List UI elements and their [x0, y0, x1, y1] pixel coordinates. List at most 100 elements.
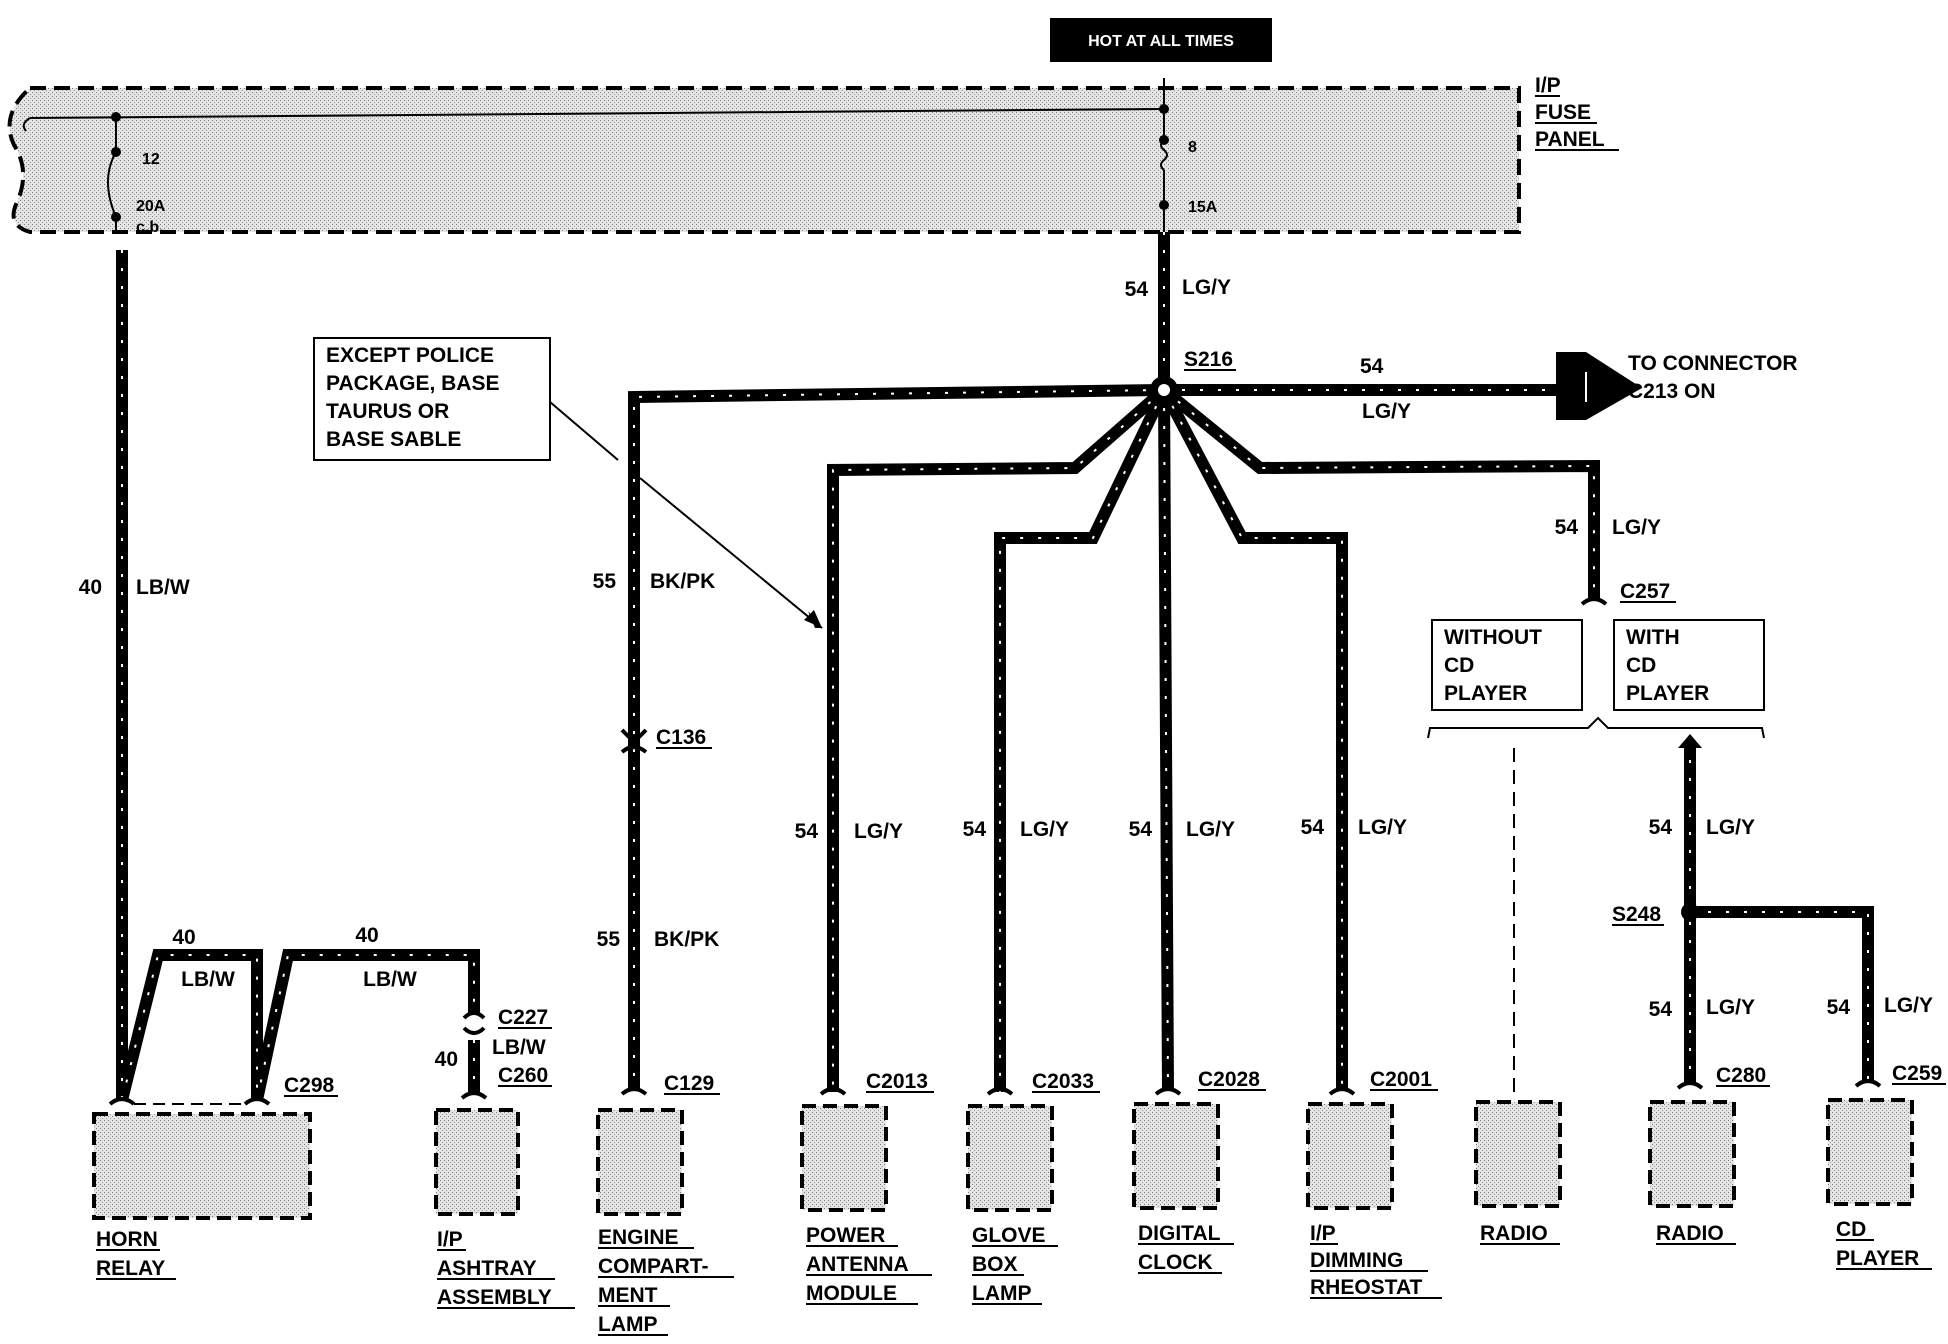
fuse-panel: 12 20A c.b. 8 15A I/P FUSE PANEL — [7, 74, 1619, 236]
cd-player-line-1: CD — [1836, 1218, 1866, 1241]
clock-line-1: DIGITAL — [1138, 1222, 1221, 1245]
splice-s248-label: S248 — [1612, 903, 1661, 926]
rheostat-line-1: I/P — [1310, 1222, 1336, 1245]
connector-c257: C257 — [1580, 580, 1676, 606]
component-horn-relay: HORN RELAY — [92, 1112, 312, 1280]
c2028-label: C2028 — [1198, 1068, 1260, 1091]
wire-horn-num: 40 — [79, 576, 102, 599]
wire-c129-num: 55 — [597, 928, 621, 951]
c2001-label: C2001 — [1370, 1068, 1432, 1091]
wire-relay-jumper-num: 40 — [172, 926, 195, 949]
radio-without-cd-label: RADIO — [1480, 1222, 1548, 1245]
with-cd-line-2: CD — [1626, 654, 1656, 677]
wire-c129-color: BK/PK — [654, 928, 719, 951]
fuse-panel-label-1: I/P — [1535, 74, 1561, 97]
engine-lamp-line-1: ENGINE — [598, 1226, 679, 1249]
wires — [116, 232, 1874, 1102]
wire-main-num: 54 — [1125, 278, 1149, 301]
fuse-12-type: c.b. — [136, 219, 164, 236]
c2033-label: C2033 — [1032, 1070, 1094, 1093]
wire-clock-num: 54 — [1129, 818, 1153, 841]
wire-c280-color: LG/Y — [1706, 996, 1755, 1019]
rheostat-line-2: DIMMING — [1310, 1249, 1403, 1272]
ashtray-line-2: ASHTRAY — [437, 1257, 537, 1280]
wire-radio-cd-color: LG/Y — [1706, 816, 1755, 839]
clock-line-2: CLOCK — [1138, 1251, 1213, 1274]
fuse-12-rating: 20A — [136, 198, 166, 215]
cd-player-line-2: PLAYER — [1836, 1247, 1919, 1270]
c129-label: C129 — [664, 1072, 714, 1095]
antenna-line-3: MODULE — [806, 1282, 897, 1305]
connector-c136: C136 — [620, 726, 712, 754]
wire-relay-jumper-color: LB/W — [181, 968, 235, 991]
component-digital-clock: DIGITAL CLOCK — [1132, 1102, 1234, 1274]
to-connector-line-1: TO CONNECTOR — [1628, 352, 1798, 375]
fuse-12-number: 12 — [142, 151, 160, 168]
fuse-panel-label-3: PANEL — [1535, 128, 1605, 151]
without-cd-line-1: WITHOUT — [1444, 626, 1542, 649]
wire-c280-num: 54 — [1649, 998, 1673, 1021]
c280-label: C280 — [1716, 1064, 1766, 1087]
wire-glovebox-color: LG/Y — [1020, 818, 1069, 841]
with-cd-line-3: PLAYER — [1626, 682, 1709, 705]
ashtray-line-3: ASSEMBLY — [437, 1286, 552, 1309]
component-radio-with-cd: RADIO — [1648, 1100, 1736, 1245]
to-connector-line-2: C213 ON — [1628, 380, 1716, 403]
wire-glovebox-num: 54 — [963, 818, 987, 841]
splice-s216: S216 — [1150, 348, 1236, 404]
component-ashtray: I/P ASHTRAY ASSEMBLY — [434, 1108, 575, 1309]
with-cd-line-1: WITH — [1626, 626, 1680, 649]
wire-c257-num: 54 — [1555, 516, 1579, 539]
engine-lamp-line-4: LAMP — [598, 1313, 658, 1336]
antenna-line-2: ANTENNA — [806, 1253, 909, 1276]
connector-c227-c260: C227 C260 — [462, 1006, 552, 1087]
component-glove-box-lamp: GLOVE BOX LAMP — [966, 1104, 1058, 1305]
component-engine-lamp: ENGINE COMPART- MENT LAMP — [596, 1108, 734, 1336]
splice-s216-label: S216 — [1184, 348, 1233, 371]
splice-s248: S248 — [1612, 903, 1699, 926]
except-line-3: TAURUS OR — [326, 400, 449, 423]
c259-label: C259 — [1892, 1062, 1942, 1085]
component-radio-without-cd: RADIO — [1474, 1100, 1562, 1245]
radio-with-cd-label: RADIO — [1656, 1222, 1724, 1245]
except-police-callout: EXCEPT POLICE PACKAGE, BASE TAURUS OR BA… — [313, 337, 823, 629]
except-line-1: EXCEPT POLICE — [326, 344, 494, 367]
cd-option-brace — [1427, 716, 1765, 739]
wire-ashtray-jumper-color: LB/W — [363, 968, 417, 991]
wire-clock-color: LG/Y — [1186, 818, 1235, 841]
c136-label: C136 — [656, 726, 706, 749]
c227-label: C227 — [498, 1006, 548, 1029]
wire-c257-color: LG/Y — [1612, 516, 1661, 539]
rheostat-line-3: RHEOSTAT — [1310, 1276, 1423, 1299]
wire-antenna-color: LG/Y — [854, 820, 903, 843]
wire-main-color: LG/Y — [1182, 276, 1231, 299]
without-cd-callout: WITHOUT CD PLAYER — [1431, 619, 1583, 711]
wire-c136-upper-num: 55 — [593, 570, 617, 593]
glove-box-line-3: LAMP — [972, 1282, 1032, 1305]
c257-label: C257 — [1620, 580, 1670, 603]
hot-label-text: HOT AT ALL TIMES — [1088, 33, 1234, 50]
wire-rheostat-color: LG/Y — [1358, 816, 1407, 839]
wire-c136-upper-color: BK/PK — [650, 570, 715, 593]
c2013-label: C2013 — [866, 1070, 928, 1093]
component-dimming-rheostat: I/P DIMMING RHEOSTAT — [1306, 1102, 1442, 1299]
wire-horn-color: LB/W — [136, 576, 190, 599]
glove-box-line-1: GLOVE — [972, 1224, 1046, 1247]
without-cd-line-3: PLAYER — [1444, 682, 1527, 705]
wire-labels: 54 LG/Y 54 LG/Y 54 LG/Y 40 LB/W 55 BK/PK… — [79, 276, 1933, 1071]
fuse-8-number: 8 — [1188, 139, 1197, 156]
wire-radio-cd-num: 54 — [1649, 816, 1673, 839]
component-antenna-module: POWER ANTENNA MODULE — [800, 1104, 932, 1305]
wire-ashtray-color: LB/W — [492, 1036, 546, 1059]
wire-rheostat-num: 54 — [1301, 816, 1325, 839]
wire-c213-num: 54 — [1360, 355, 1384, 378]
component-cd-player: CD PLAYER — [1826, 1098, 1932, 1270]
hot-at-all-times-label: HOT AT ALL TIMES — [1050, 18, 1272, 62]
horn-relay-line-2: RELAY — [96, 1257, 165, 1280]
without-cd-line-2: CD — [1444, 654, 1474, 677]
engine-lamp-line-2: COMPART- — [598, 1255, 708, 1278]
wire-antenna-num: 54 — [795, 820, 819, 843]
glove-box-line-2: BOX — [972, 1253, 1018, 1276]
except-line-2: PACKAGE, BASE — [326, 372, 499, 395]
